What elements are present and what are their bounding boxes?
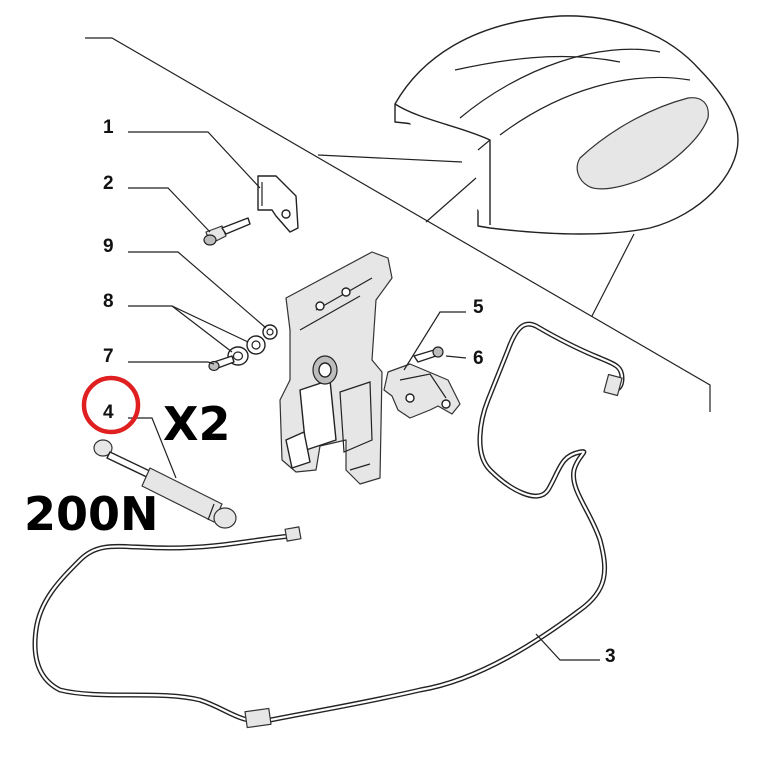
part-5-bracket	[383, 363, 461, 419]
soft-top-illustration	[394, 15, 739, 235]
part-4-gas-strut	[93, 439, 237, 529]
part-1-bracket	[257, 175, 299, 233]
callout-2: 2	[103, 173, 114, 194]
highlight-circle	[81, 375, 141, 435]
leader-2	[128, 187, 211, 233]
leader-top-2	[425, 177, 477, 223]
callout-1: 1	[103, 117, 114, 138]
leader-7	[128, 361, 215, 365]
callout-6: 6	[473, 348, 484, 369]
part-7-screw	[208, 355, 235, 372]
washer-8a	[246, 335, 266, 355]
callout-8: 8	[103, 291, 114, 312]
force-label: 200N	[24, 487, 159, 541]
leader-8b	[171, 305, 233, 353]
leader-top-3	[591, 233, 635, 317]
leader-9	[128, 251, 267, 329]
divider-line	[85, 37, 711, 412]
callout-7: 7	[103, 346, 114, 367]
callout-4: 4	[103, 402, 114, 423]
part-3-cable	[32, 321, 625, 729]
leader-8a	[128, 305, 249, 343]
washer-9	[262, 324, 278, 340]
callout-5: 5	[473, 297, 484, 318]
leader-top-1	[317, 154, 463, 163]
hinge-bracket	[279, 251, 393, 485]
part-2-bolt	[203, 217, 251, 246]
leader-1	[128, 131, 261, 189]
leader-6	[445, 355, 467, 359]
part-6-screw	[413, 346, 444, 363]
quantity-label: X2	[163, 397, 230, 451]
callout-3: 3	[605, 646, 616, 667]
leader-5	[403, 311, 466, 371]
leader-3	[535, 633, 600, 661]
callout-9: 9	[103, 236, 114, 257]
